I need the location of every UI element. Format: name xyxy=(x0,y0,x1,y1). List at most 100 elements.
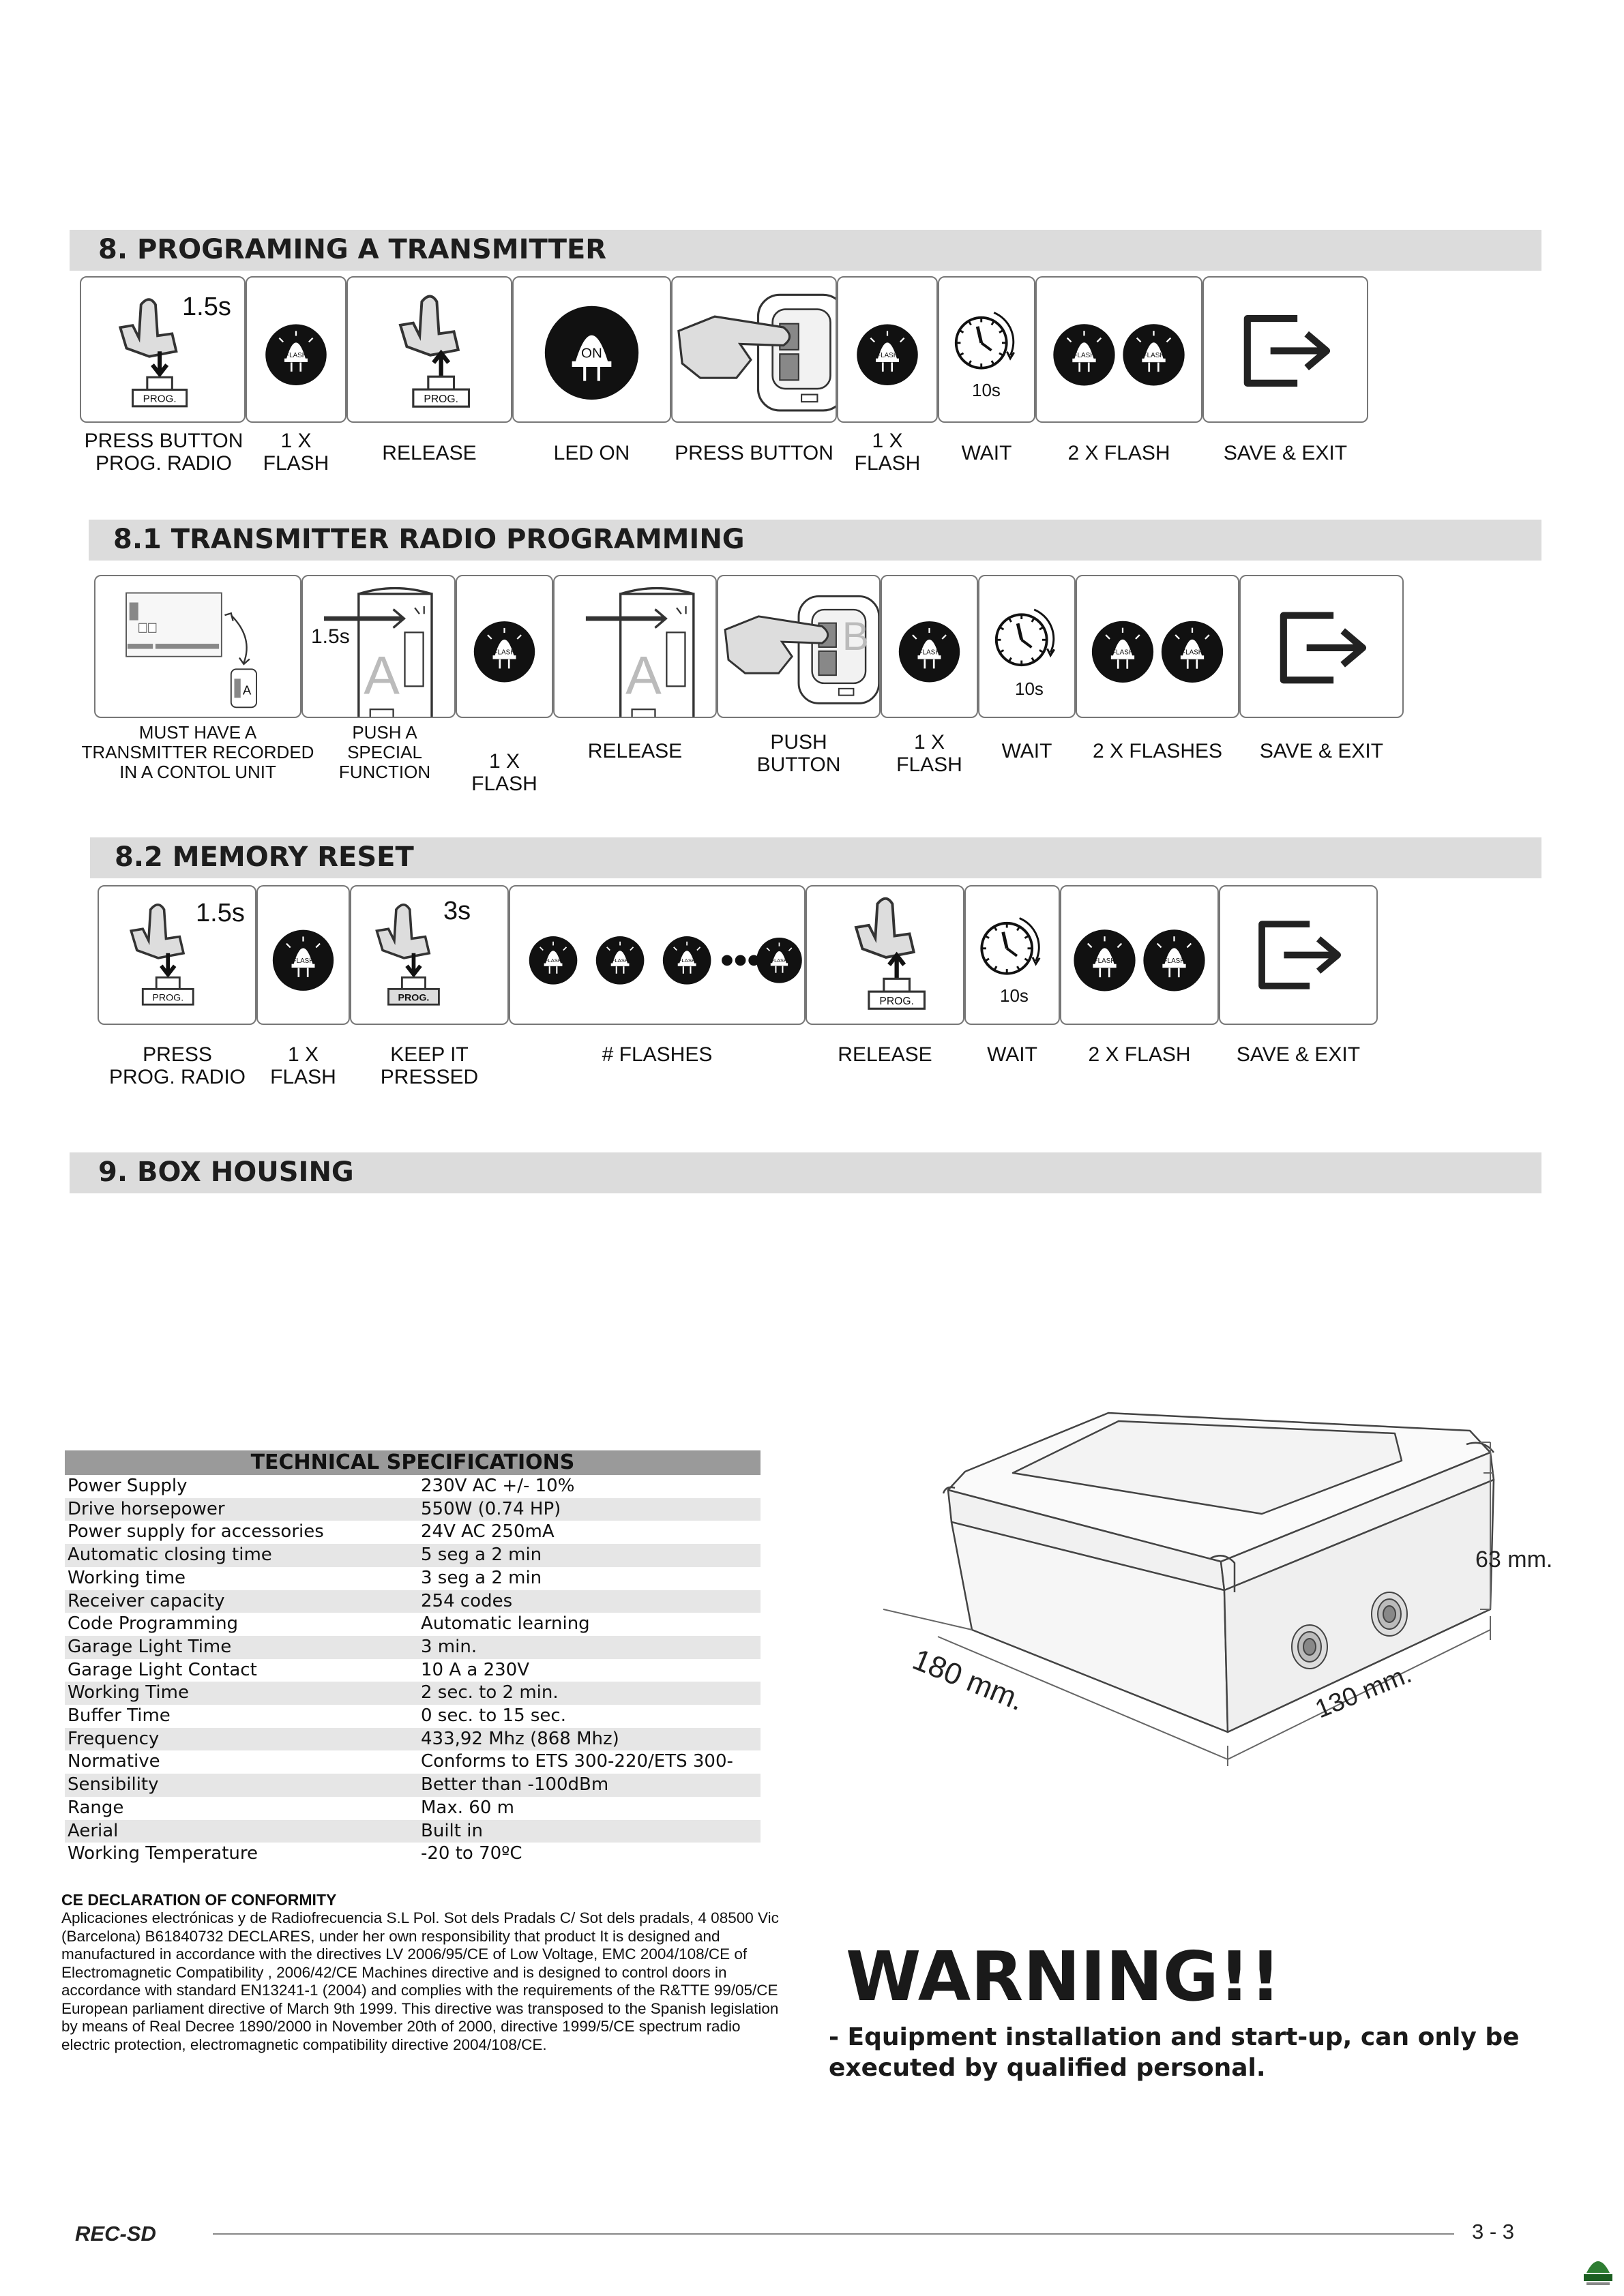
dim-height: 63 mm. xyxy=(1475,1547,1553,1572)
spec-value: Automatic learning xyxy=(421,1613,590,1635)
section-8-1-header: 8.1 TRANSMITTER RADIO PROGRAMMING xyxy=(89,520,1541,561)
s81-step-3-label: 1 X FLASH xyxy=(471,750,537,795)
section-8-2-title: 8.2 MEMORY RESET xyxy=(115,841,414,873)
s8-step-1: PROG. 1.5s xyxy=(80,276,246,423)
s81-step-7: 10s xyxy=(978,575,1076,718)
svg-text:FLASH: FLASH xyxy=(876,352,898,359)
svg-text:FLASH: FLASH xyxy=(1094,957,1116,965)
svg-text:PROG.: PROG. xyxy=(398,992,430,1003)
s8-step-7-label: WAIT xyxy=(961,442,1012,464)
svg-text:ON: ON xyxy=(581,345,602,361)
s8-step-9-label: SAVE & EXIT xyxy=(1223,442,1348,464)
footer-model: REC-SD xyxy=(75,2222,156,2246)
s82-step-4-label: # FLASHES xyxy=(602,1043,713,1066)
warning-title: WARNING!! xyxy=(846,1937,1282,2016)
publisher-logo xyxy=(1584,2261,1612,2285)
spec-value: 5 seg a 2 min xyxy=(421,1545,542,1566)
finger-press-icon: PROG. xyxy=(398,295,471,408)
spec-value: 230V AC +/- 10% xyxy=(421,1476,575,1496)
section-9-title: 9. BOX HOUSING xyxy=(98,1157,354,1188)
svg-text:FLASH: FLASH xyxy=(771,957,788,964)
finger-press-icon: PROG. xyxy=(129,903,194,1006)
section-9-header: 9. BOX HOUSING xyxy=(70,1152,1541,1193)
svg-text:FLASH: FLASH xyxy=(293,957,314,965)
svg-text:FLASH: FLASH xyxy=(1181,648,1203,656)
control-unit-icon: A xyxy=(126,592,258,709)
spec-key: Working Temperature xyxy=(68,1843,259,1864)
warning-text: - Equipment installation and start-up, c… xyxy=(829,2023,1520,2082)
led-flash-icon: FLASH xyxy=(662,936,711,985)
section-8-header: 8. PROGRAMING A TRANSMITTER xyxy=(70,230,1541,271)
duration-label: 10s xyxy=(1000,985,1029,1006)
s8-step-8: FLASH FLASH xyxy=(1035,276,1202,423)
s81-step-9 xyxy=(1239,575,1404,718)
s81-step-5: B xyxy=(717,575,881,718)
s8-step-8-label: 2 X FLASH xyxy=(1067,442,1170,464)
spec-key: Receiver capacity xyxy=(68,1590,225,1611)
s8-step-3: PROG. xyxy=(346,276,512,423)
s8-step-4-label: LED ON xyxy=(553,442,630,464)
s8-step-6-label: 1 X FLASH xyxy=(854,430,921,475)
svg-text:B: B xyxy=(842,614,869,659)
spec-key: Buffer Time xyxy=(68,1705,171,1726)
spec-value: 3 seg a 2 min xyxy=(421,1567,542,1588)
s81-step-2: A 1.5s xyxy=(301,575,456,718)
s81-step-1: A xyxy=(94,575,301,718)
remote-special-icon: A xyxy=(585,586,695,717)
s8-step-9 xyxy=(1202,276,1368,423)
spec-key: Drive horsepower xyxy=(68,1498,225,1519)
led-flash-icon: FLASH xyxy=(1053,324,1115,386)
s81-step-8-label: 2 X FLASHES xyxy=(1092,740,1223,762)
spec-value: Built in xyxy=(421,1820,483,1841)
svg-text:FLASH: FLASH xyxy=(1164,957,1185,965)
spec-value: 10 A a 230V xyxy=(421,1659,530,1680)
s8-step-4: ON xyxy=(512,276,671,423)
s8-step-7: 10s xyxy=(938,276,1035,423)
svg-text:FLASH: FLASH xyxy=(1073,352,1095,359)
duration-label: 10s xyxy=(972,380,1001,400)
svg-text:FLASH: FLASH xyxy=(919,648,941,656)
spec-key: Working time xyxy=(68,1567,186,1588)
spec-key: Power supply for accessories xyxy=(68,1521,324,1542)
section-8-title: 8. PROGRAMING A TRANSMITTER xyxy=(98,234,607,265)
led-flash-icon: FLASH xyxy=(756,938,802,983)
led-flash-icon: FLASH xyxy=(1161,621,1224,683)
s81-step-8: FLASH FLASH xyxy=(1076,575,1239,718)
finger-press-icon: PROG. xyxy=(375,903,440,1006)
duration-label: 3s xyxy=(443,897,471,925)
spec-key: Frequency xyxy=(68,1728,160,1749)
s81-step-9-label: SAVE & EXIT xyxy=(1259,740,1384,762)
s8-step-1-label: PRESS BUTTON PROG. RADIO xyxy=(84,430,243,475)
clock-icon xyxy=(980,917,1041,975)
spec-value: 433,92 Mhz (868 Mhz) xyxy=(421,1728,619,1749)
s82-step-5: PROG. xyxy=(806,885,964,1025)
spec-value: 3 min. xyxy=(421,1636,477,1657)
save-exit-icon xyxy=(1243,314,1331,387)
s82-step-6: 10s xyxy=(964,885,1060,1025)
led-on-icon: ON xyxy=(544,305,639,400)
spec-value: 2 sec. to 2 min. xyxy=(421,1682,559,1703)
svg-text:A: A xyxy=(625,646,662,706)
spec-key: Automatic closing time xyxy=(68,1545,272,1566)
spec-row: Automatic closing time 5 seg a 2 min xyxy=(65,1544,761,1567)
spec-row: Working time 3 seg a 2 min xyxy=(65,1567,761,1590)
svg-text:FLASH: FLASH xyxy=(545,957,562,964)
led-flash-icon: FLASH xyxy=(1091,621,1154,683)
s82-step-3: PROG. 3s xyxy=(350,885,509,1025)
s81-step-6: FLASH xyxy=(881,575,978,718)
svg-text:PROG.: PROG. xyxy=(143,393,177,405)
duration-label: 1.5s xyxy=(311,625,350,648)
dim-length: 180 mm. xyxy=(908,1643,1029,1718)
s81-step-6-label: 1 X FLASH xyxy=(896,731,962,776)
svg-text:A: A xyxy=(243,683,252,698)
